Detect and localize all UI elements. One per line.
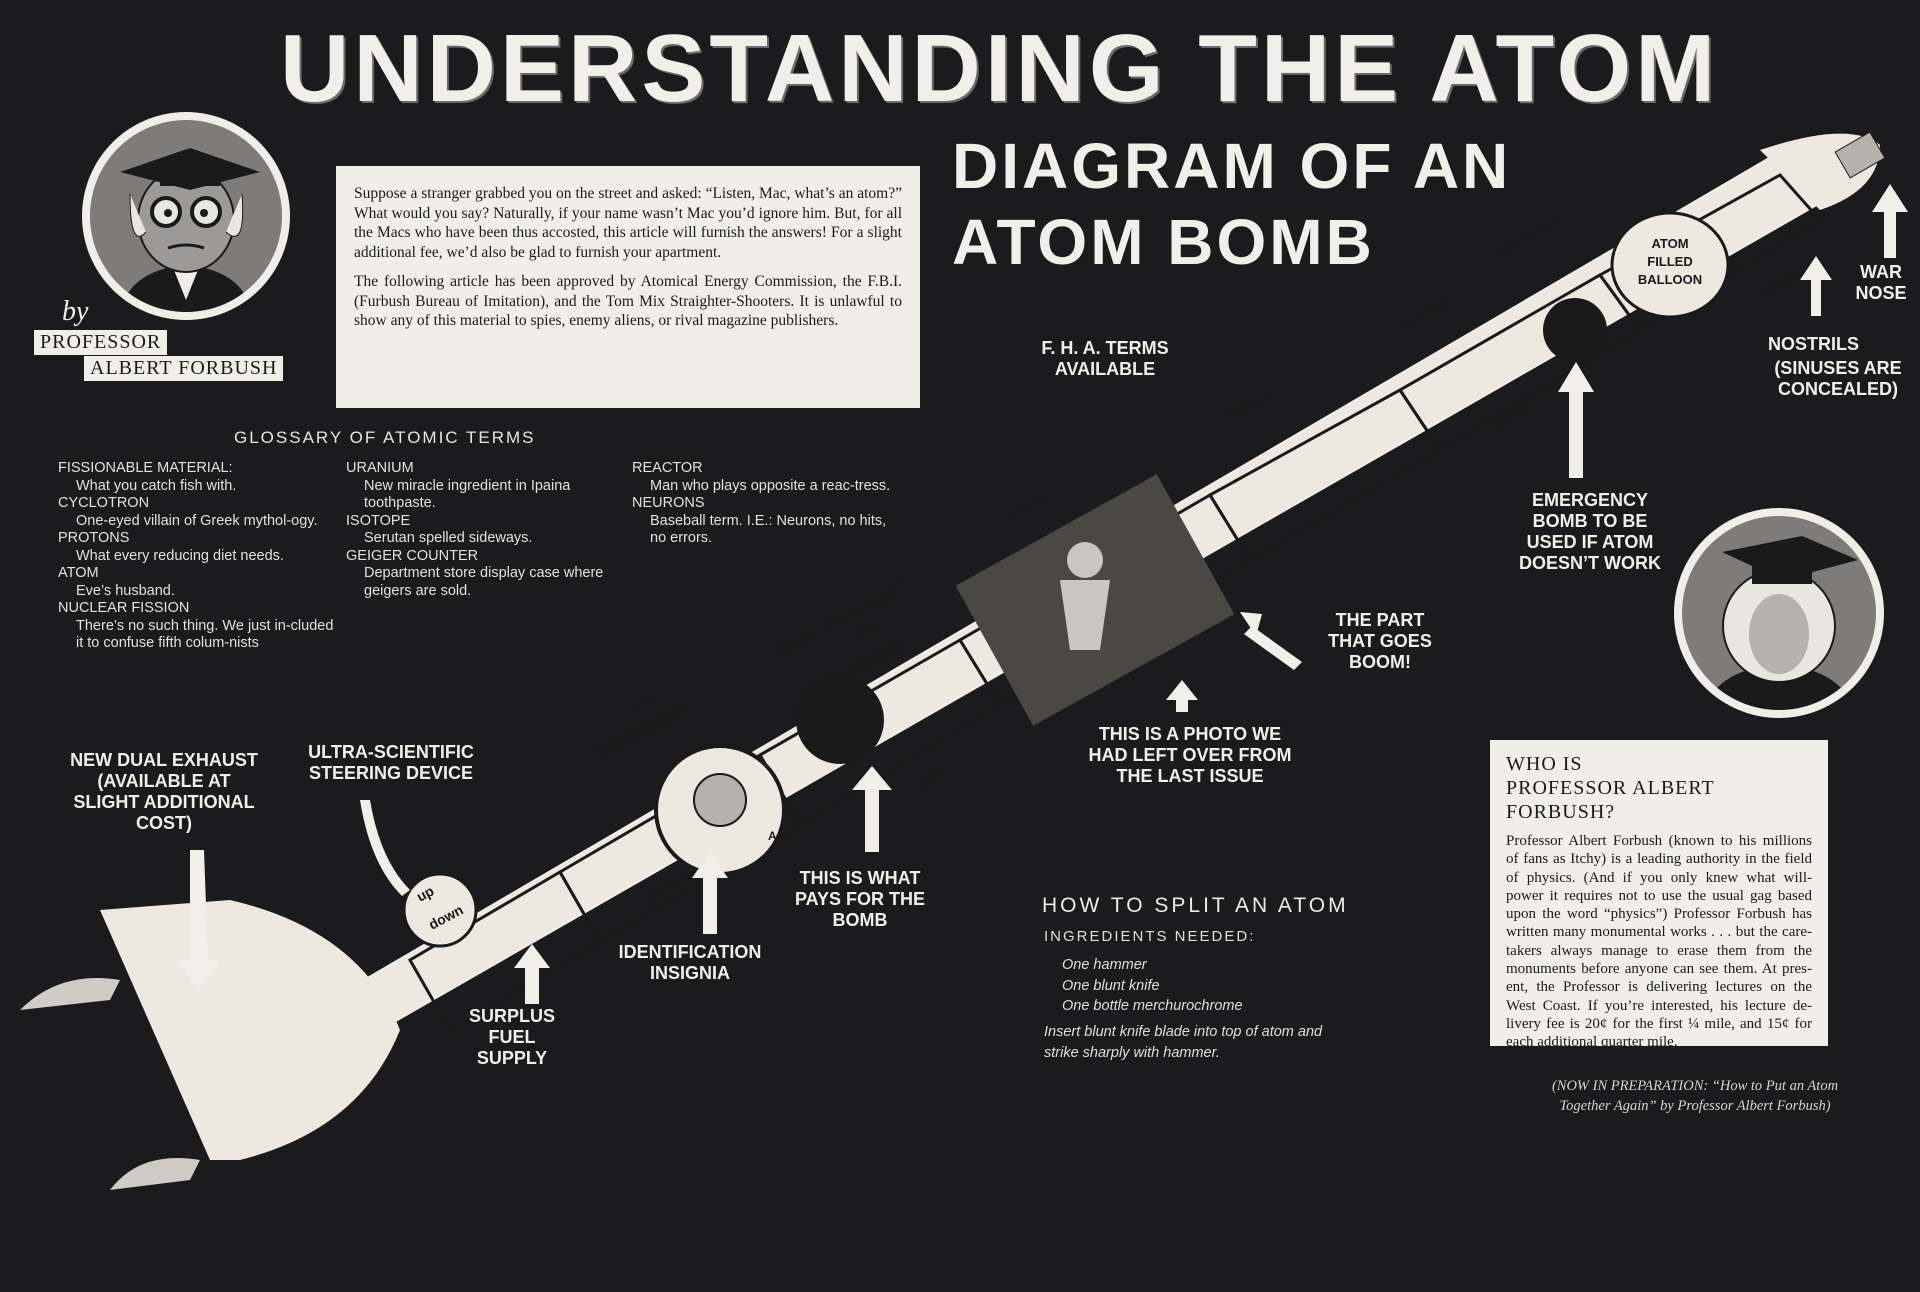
rocket-label-aaa: AAA — [768, 829, 794, 843]
steering-dial — [402, 872, 478, 948]
professor-portrait — [82, 112, 290, 320]
ingredient-item: One blunt knife — [1062, 977, 1160, 994]
author-name-line-2: ALBERT FORBUSH — [84, 356, 284, 381]
rocket-label-balloon-2: FILLED — [1647, 254, 1693, 269]
rocket-label-telephone: TELEPHONE — [1396, 297, 1449, 332]
who-is-professor-box: WHO IS PROFESSOR ALBERT FORBUSH? Profess… — [1490, 740, 1828, 1050]
ingredient-item: One hammer — [1062, 957, 1147, 973]
glossary-term: ATOM — [58, 565, 99, 581]
glossary-column-1: FISSIONABLE MATERIAL: What you catch fis… — [58, 460, 336, 653]
glossary-column-2: URANIUM New miracle ingredient in Ipaina… — [346, 460, 616, 600]
glossary-term: GEIGER COUNTER — [346, 547, 479, 564]
glossary-column-3: REACTOR Man who plays opposite a reac-tr… — [632, 460, 902, 548]
page-title: UNDERSTANDING THE ATOM — [280, 15, 1720, 122]
professor-back-portrait — [1674, 508, 1884, 718]
callout-emergency-bomb: EMERGENCY BOMB TO BE USED IF ATOM DOESN’… — [1519, 490, 1661, 573]
instruction-line: strike sharply with hammer. — [1044, 1045, 1220, 1061]
subtitle-line-2: ATOM BOMB — [952, 206, 1375, 278]
glossary-definition: Eve’s husband. — [76, 582, 175, 599]
arrow-emergency — [1558, 362, 1594, 478]
callout-fha-terms: F. H. A. TERMS AVAILABLE — [1041, 338, 1169, 379]
glossary-term: NUCLEAR FISSION — [58, 600, 190, 616]
arrow-exhaust — [178, 850, 220, 990]
split-atom-title: HOW TO SPLIT AN ATOM — [1042, 894, 1349, 917]
intro-box: Suppose a stranger grabbed you on the st… — [336, 166, 920, 408]
split-atom-ingredients-list: One hammer One blunt knife One bottle me… — [1062, 955, 1243, 1017]
rocket-label-up: up — [414, 882, 437, 904]
rocket-label-adv: ADV. — [914, 763, 950, 792]
arrow-war-nose — [1872, 184, 1908, 258]
now-in-preparation-note: (NOW IN PREPARATION: “How to Put an Atom… — [1551, 1078, 1839, 1114]
callout-dual-exhaust: NEW DUAL EXHAUST (AVAILABLE AT SLIGHT AD… — [70, 750, 258, 833]
callout-identification-insignia: IDENTIFICATION INSIGNIA — [618, 942, 762, 983]
who-heading-line-1: WHO IS — [1506, 753, 1583, 775]
glossary-definition: What you catch fish with. — [76, 477, 237, 494]
glossary-definition: Baseball term. I.E.: Neurons, no hits, n… — [650, 512, 887, 547]
split-atom-instructions: Insert blunt knife blade into top of ato… — [1044, 1022, 1322, 1064]
glossary-term: CYCLOTRON — [58, 495, 150, 511]
intro-paragraph-2: The following article has been approved … — [354, 273, 902, 329]
rocket-tail-fin — [100, 900, 400, 1160]
glossary-definition: Man who plays opposite a reac-tress. — [650, 477, 891, 494]
instruction-line: Insert blunt knife blade into top of ato… — [1044, 1024, 1323, 1040]
callout-part-that-goes-boom: THE PART THAT GOES BOOM! — [1328, 610, 1432, 672]
callout-war-nose-text: WAR NOSE — [1855, 262, 1907, 303]
arrow-photo — [1166, 680, 1198, 712]
arrow-fuel — [514, 944, 550, 1004]
arrow-boom — [1240, 612, 1302, 670]
glossary-title: GLOSSARY OF ATOMIC TERMS — [234, 428, 536, 447]
rocket-label-tissues: TISSUES — [1756, 270, 1803, 303]
page-subtitle: DIAGRAM OF AN ATOM BOMB — [952, 128, 1511, 280]
ingredient-item: One bottle merchurochrome — [1062, 998, 1243, 1014]
glossary-definition: There’s no such thing. We just in-cluded… — [76, 617, 334, 652]
exhaust-flame-lower — [110, 1158, 200, 1190]
emergency-bomb-figure — [1543, 298, 1607, 362]
rocket-label-muffler: MUFFLER — [1006, 491, 1049, 520]
glossary-definition: One-eyed villain of Greek mythol-ogy. — [76, 512, 318, 529]
glossary-term: ISOTOPE — [346, 512, 411, 529]
callout-steering-device: ULTRA-SCIENTIFIC STEERING DEVICE — [308, 742, 474, 783]
glossary-term: NEURONS — [632, 495, 705, 511]
rocket-label-mash: MASH — [1489, 401, 1530, 432]
arrow-steering — [360, 800, 410, 896]
glossary-term: REACTOR — [632, 460, 703, 476]
rocket-label-skill-o: SKILL-O — [1224, 385, 1277, 423]
callout-war-nose: WAR NOSE — [1846, 262, 1916, 304]
arrow-nostrils — [1800, 256, 1832, 316]
rocket-label-air-conditioner: AIR CONDITIONER — [1497, 215, 1565, 257]
callout-photo: THIS IS A PHOTO WE HAD LEFT OVER FROM TH… — [1088, 724, 1292, 786]
professor-portrait-image — [90, 120, 282, 312]
glossary-term: FISSIONABLE MATERIAL: — [58, 460, 233, 476]
rocket-nose-tip — [1834, 131, 1886, 179]
atom-filled-balloon-shape — [1610, 211, 1730, 319]
glossary-term: URANIUM — [346, 460, 414, 476]
callout-sinuses: (SINUSES ARE CONCEALED) — [1774, 358, 1902, 399]
exhaust-flame-upper — [20, 978, 120, 1010]
rocket-label-balloon-1: ATOM — [1651, 236, 1688, 251]
who-body: Professor Albert Forbush (known to his m… — [1506, 833, 1812, 1051]
byline-by: by — [62, 296, 89, 327]
rocket-label-balloon-3: BALLOON — [1638, 272, 1702, 287]
arrow-insignia — [692, 852, 728, 934]
arrow-pays — [852, 766, 892, 852]
callout-surplus-fuel: SURPLUS FUEL SUPPLY — [468, 1006, 555, 1068]
callout-pays-for-bomb: THIS IS WHAT PAYS FOR THE BOMB — [794, 868, 926, 930]
subtitle-line-1: DIAGRAM OF AN — [952, 130, 1512, 202]
split-atom-ingredients-heading: INGREDIENTS NEEDED: — [1044, 928, 1256, 945]
intro-paragraph-1: Suppose a stranger grabbed you on the st… — [354, 185, 902, 261]
glossary-definition: Department store display case where geig… — [364, 565, 604, 599]
glossary-definition: Serutan spelled sideways. — [364, 530, 533, 546]
glossary-definition: What every reducing diet needs. — [76, 547, 284, 564]
glossary-term: PROTONS — [58, 530, 130, 546]
author-name-line-1: PROFESSOR — [34, 330, 168, 355]
who-heading-line-2: PROFESSOR ALBERT FORBUSH? — [1506, 777, 1715, 823]
professor-back-portrait-image — [1682, 516, 1876, 710]
soo-icide-ball — [796, 676, 884, 764]
glossary-definition: New miracle ingredient in Ipaina toothpa… — [364, 477, 571, 512]
callout-nostrils: NOSTRILS — [1768, 334, 1860, 354]
